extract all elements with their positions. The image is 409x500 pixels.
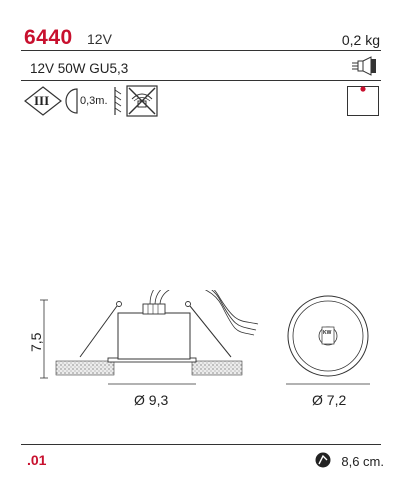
- beam-halfcircle-icon: [64, 87, 80, 120]
- class-iii-icon: [23, 86, 63, 121]
- header-voltage: 12V: [87, 31, 112, 47]
- product-weight: 0,2 kg: [341, 32, 380, 48]
- height-dimension-label: 7,5: [28, 332, 44, 352]
- gu53-lamp-icon: [349, 55, 379, 82]
- cutout-diameter-label: Ø 7,2: [312, 392, 347, 408]
- class-iii-label: III: [34, 93, 50, 108]
- variant-code: .01: [27, 452, 47, 468]
- distance-label: 0,3m.: [80, 95, 108, 107]
- product-section-drawing: [20, 274, 260, 395]
- recess-depth-value: 8,6 cm.: [341, 454, 384, 469]
- footer-divider: [21, 444, 381, 445]
- lamp-label: KW: [323, 330, 332, 336]
- no-insulation-cover-icon: [126, 85, 158, 122]
- finish-swatch: [347, 86, 379, 121]
- spec-line: 12V 50W GU5,3: [30, 61, 129, 76]
- outer-diameter-label: Ø 9,3: [134, 392, 169, 408]
- spec-divider: [21, 80, 381, 81]
- product-code: 6440: [24, 26, 73, 49]
- header-divider: [21, 50, 381, 51]
- front-view-drawing: [284, 292, 374, 397]
- recess-depth-icon: [314, 451, 332, 474]
- wall-distance-icon: [113, 86, 123, 121]
